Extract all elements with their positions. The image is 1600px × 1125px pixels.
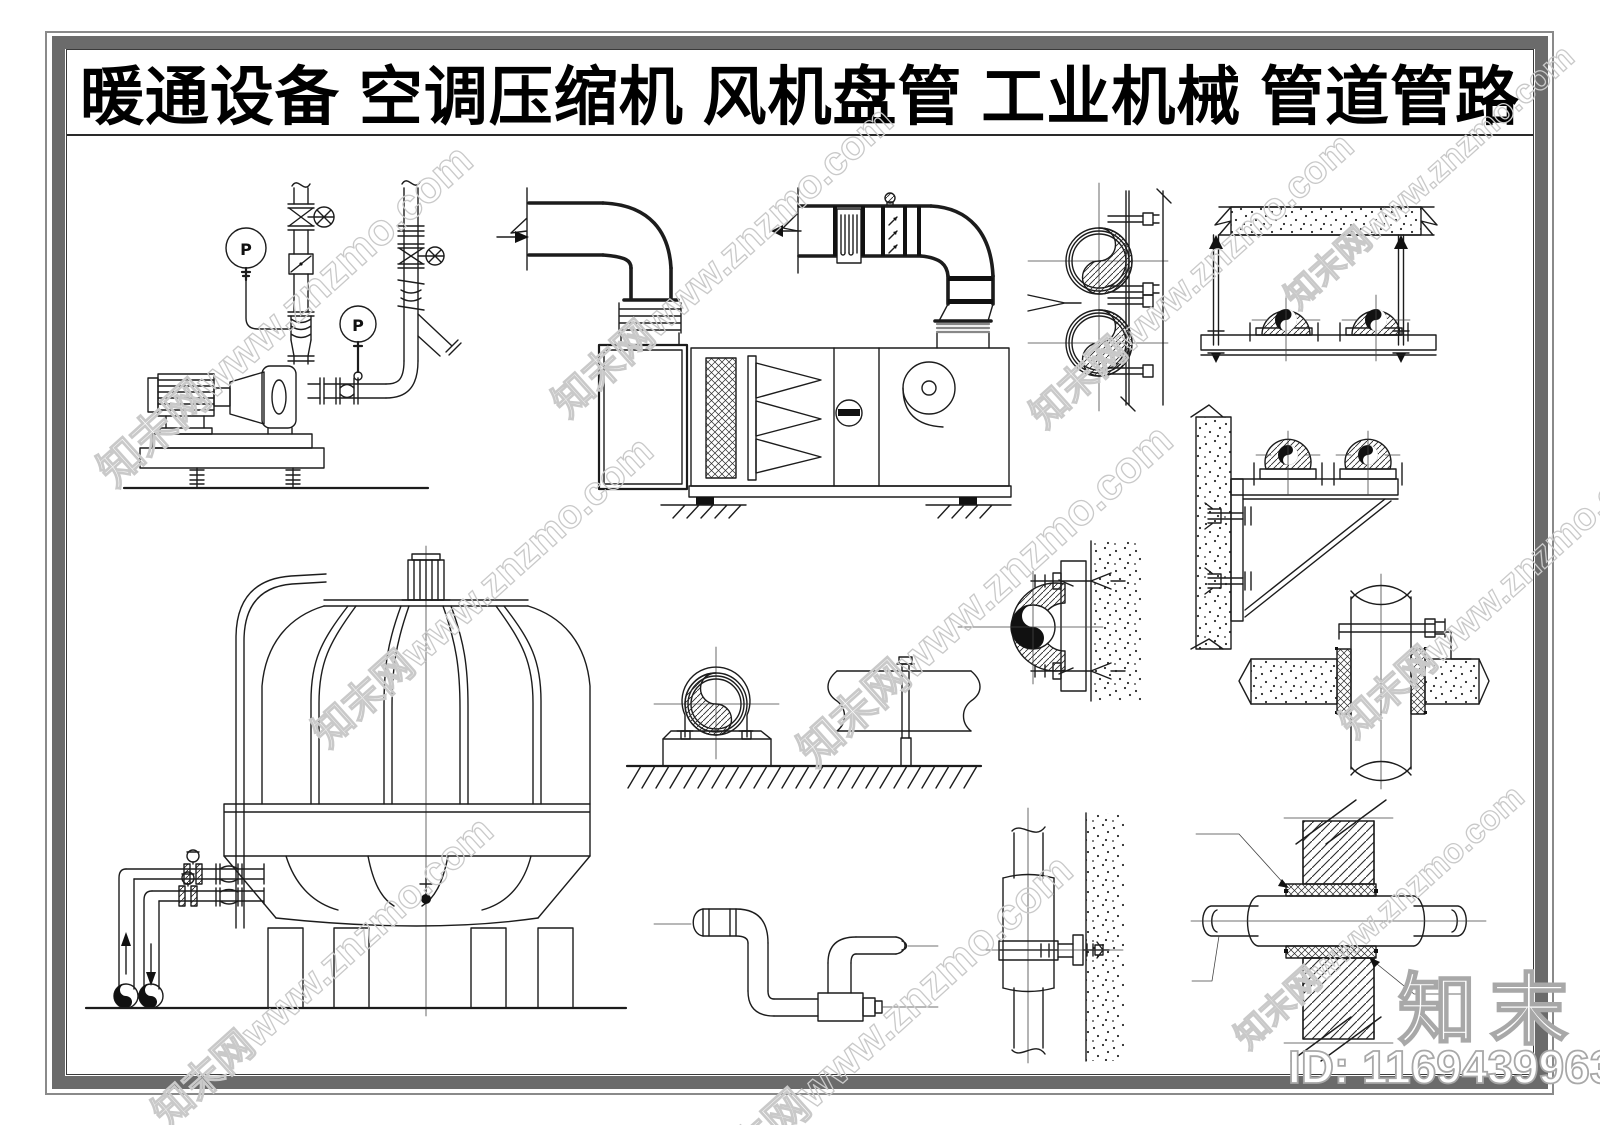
sleeve-packing <box>1335 647 1427 715</box>
riser-pipe <box>1002 826 1055 1055</box>
figure-air-handling-unit <box>496 187 1012 519</box>
packing <box>1284 883 1378 959</box>
figure-wall-pipe-clamp <box>957 540 1141 702</box>
pipe-on-pedestal <box>653 646 780 767</box>
ground-hatch <box>625 764 983 789</box>
hanger-rods <box>1207 234 1410 363</box>
fan-outlet-duct <box>771 187 995 349</box>
mounting-plate <box>1060 560 1087 692</box>
outer-border-line <box>45 31 1554 1095</box>
title-bar: 暖通设备 空调压缩机 风机盘管 工业机械 管道管路 <box>67 50 1533 136</box>
figure-pipe-fittings <box>653 908 939 1022</box>
pipe-saddle <box>1253 430 1323 495</box>
floor-slab <box>1238 658 1490 705</box>
ahu-casing <box>660 347 1012 519</box>
u-bolts <box>1107 212 1160 378</box>
pressure-gauge-2: P <box>339 305 377 385</box>
figure-water-pump-installation: P <box>122 180 462 490</box>
wall-section <box>1283 799 1394 1062</box>
tee-fitting <box>817 936 939 1022</box>
collection-basin <box>223 803 591 927</box>
figure-pipe-floor-penetration <box>1238 573 1490 790</box>
pipe-clamp <box>1338 618 1472 660</box>
figure-wall-bracket-support <box>1190 404 1403 650</box>
ladder-rail <box>235 573 327 929</box>
figure-pipe-wall-penetration <box>1190 799 1487 1062</box>
figure-floor-pipe-supports <box>625 646 983 789</box>
mixing-box <box>597 343 689 491</box>
pipe-saddle <box>957 570 1104 685</box>
pipe-saddle-2 <box>1333 430 1403 495</box>
clamp <box>980 934 1124 966</box>
pipe-on-stand <box>827 656 981 767</box>
intake-duct <box>496 187 682 346</box>
concrete-wall <box>1190 404 1232 650</box>
svg-text:P: P <box>352 316 364 335</box>
concrete-slab <box>1214 206 1438 236</box>
pressure-gauge: P <box>225 227 293 330</box>
pipe-saddle <box>1249 294 1321 362</box>
tower-motor <box>401 553 451 601</box>
figure-trapeze-pipe-hanger <box>1200 206 1438 363</box>
discharge-pipe <box>287 182 335 365</box>
insulated-pipe <box>1065 227 1133 377</box>
pump-body <box>229 365 297 435</box>
pipe-run <box>735 908 819 1017</box>
figure-double-pipe-clamp <box>1027 182 1172 412</box>
pump-motor <box>147 373 231 435</box>
tower-shell <box>261 599 591 805</box>
figure-riser-clamp <box>980 807 1124 1064</box>
drawing-canvas: P <box>67 136 1533 1074</box>
anchor-bolts <box>1204 502 1252 595</box>
pump-base <box>122 433 430 490</box>
svg-text:P: P <box>240 240 252 259</box>
pipe <box>1190 905 1487 937</box>
support-legs <box>267 927 574 1009</box>
pipe-plug <box>862 997 939 1017</box>
drawing-area: 暖通设备 空调压缩机 风机盘管 工业机械 管道管路 <box>66 49 1534 1075</box>
suction-pipe <box>307 180 462 405</box>
figure-cooling-tower <box>84 545 628 1017</box>
leader-lines <box>1191 833 1465 995</box>
tower-piping <box>113 849 265 1009</box>
sheet-title: 暖通设备 空调压缩机 风机盘管 工业机械 管道管路 <box>79 61 1521 133</box>
pipe-saddle-2 <box>1339 294 1411 362</box>
union-coupling <box>692 908 737 937</box>
